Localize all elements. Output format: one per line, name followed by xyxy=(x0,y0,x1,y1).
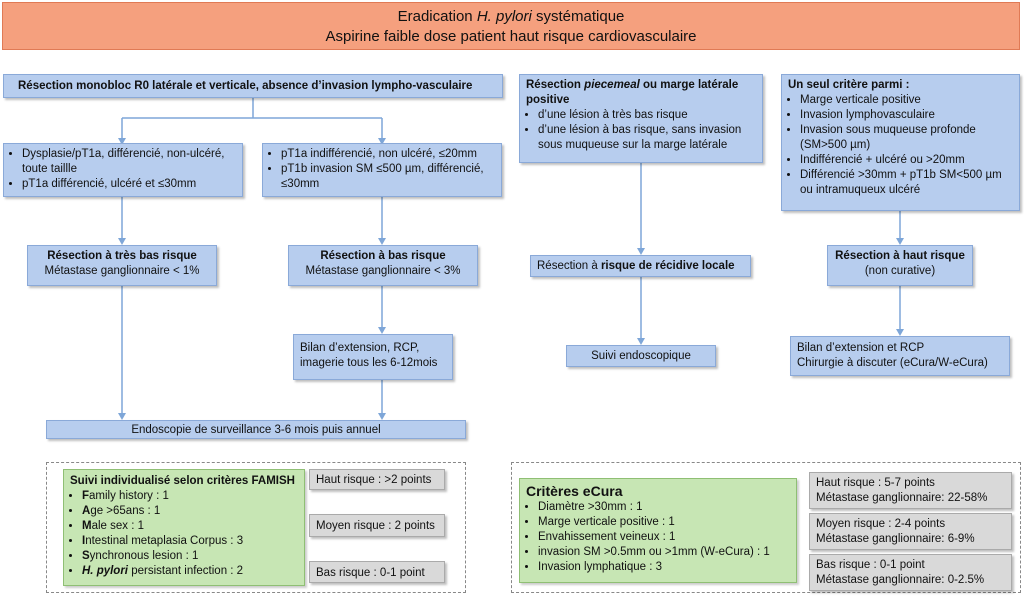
high-risk-followup: Bilan d’extension et RCP Chirurgie à dis… xyxy=(790,336,1010,376)
col2-header-title: Résection piecemeal ou marge latérale po… xyxy=(526,78,756,108)
famish-criterion-text: persistant infection : 2 xyxy=(128,565,244,577)
col2-header: Résection piecemeal ou marge latérale po… xyxy=(519,74,763,163)
ecura-risk-low-line-2: Métastase ganglionnaire: 0-2.5% xyxy=(816,574,985,586)
ecura-risk-medium: Moyen risque : 2-4 points Métastase gang… xyxy=(809,513,1012,550)
page-title: Eradication H. pylori systématique Aspir… xyxy=(2,2,1020,50)
famish-criteria: Suivi individualisé selon critères FAMIS… xyxy=(63,469,305,586)
local-recurrence-bold: risque de récidive locale xyxy=(600,260,735,272)
col2-item: d’une lésion à bas risque, sans invasion… xyxy=(538,123,756,153)
col2-header-pre: Résection xyxy=(526,79,585,91)
col3-criterion-item: Invasion lymphovasculaire xyxy=(800,108,1013,123)
ecura-title: Critères eCura xyxy=(526,483,623,499)
ecura-risk-low: Bas risque : 0-1 point Métastase ganglio… xyxy=(809,554,1012,591)
famish-criterion: Male sex : 1 xyxy=(82,519,298,534)
very-low-risk-sub: Métastase ganglionnaire < 1% xyxy=(44,265,200,277)
famish-criterion-letter: A xyxy=(82,505,91,517)
famish-criterion-text: ge >65ans : 1 xyxy=(90,505,161,517)
famish-title: Suivi individualisé selon critères FAMIS… xyxy=(70,475,295,487)
high-risk-title: Résection à haut risque xyxy=(835,250,965,262)
title-line-1-pre: Eradication xyxy=(397,8,477,25)
famish-criterion-text: ale sex : 1 xyxy=(91,520,145,532)
high-risk-followup-line-2: Chirurgie à discuter (eCura/W-eCura) xyxy=(797,357,988,369)
col3-criterion-item: Différencié >30mm + pT1b SM<500 µm ou in… xyxy=(800,168,1013,198)
high-risk-sub: (non curative) xyxy=(864,265,936,277)
col1-left-criteria: Dysplasie/pT1a, différencié, non-ulcéré,… xyxy=(3,143,243,197)
very-low-risk-result: Résection à très bas risque Métastase ga… xyxy=(27,245,217,286)
famish-criterion: Intestinal metaplasia Corpus : 3 xyxy=(82,534,298,549)
famish-criterion: Synchronous lesion : 1 xyxy=(82,549,298,564)
ecura-criterion-item: Marge verticale positive : 1 xyxy=(538,515,790,530)
famish-criterion: H. pylori persistant infection : 2 xyxy=(82,564,298,579)
ecura-criterion-item: invasion SM >0.5mm ou >1mm (W-eCura) : 1 xyxy=(538,545,790,560)
ecura-risk-high: Haut risque : 5-7 points Métastase gangl… xyxy=(809,472,1012,509)
ecura-criterion-item: Invasion lymphatique : 3 xyxy=(538,560,790,575)
low-risk-followup-line-1: Bilan d’extension, RCP, xyxy=(300,342,420,354)
ecura-risk-medium-line-1: Moyen risque : 2-4 points xyxy=(816,518,946,530)
col1-left-item: pT1a différencié, ulcéré et ≤30mm xyxy=(22,177,236,192)
very-low-risk-title: Résection à très bas risque xyxy=(47,250,197,262)
high-risk-result: Résection à haut risque (non curative) xyxy=(827,245,973,286)
col1-header: Résection monobloc R0 latérale et vertic… xyxy=(3,74,503,98)
low-risk-title: Résection à bas risque xyxy=(320,250,446,262)
famish-criterion-text: ynchronous lesion : 1 xyxy=(89,550,199,562)
famish-criterion-letter: I xyxy=(82,535,86,547)
surveillance-box: Endoscopie de surveillance 3-6 mois puis… xyxy=(46,420,466,439)
famish-criterion-letter: H. pylori xyxy=(82,565,129,577)
famish-criterion-text: ntestinal metaplasia Corpus : 3 xyxy=(85,535,244,547)
endoscopic-followup: Suivi endoscopique xyxy=(566,345,716,367)
famish-risk-medium: Moyen risque : 2 points xyxy=(309,514,445,537)
col3-criterion-item: Invasion sous muqueuse profonde (SM>500 … xyxy=(800,123,1013,153)
title-line-1-em: H. pylori xyxy=(476,8,532,25)
col1-right-item: pT1a indifférencié, non ulcéré, ≤20mm xyxy=(281,147,495,162)
title-line-2: Aspirine faible dose patient haut risque… xyxy=(325,28,697,45)
ecura-risk-high-line-1: Haut risque : 5-7 points xyxy=(816,477,935,489)
famish-risk-low: Bas risque : 0-1 point xyxy=(309,561,445,583)
low-risk-followup-line-2: imagerie tous les 6-12mois xyxy=(300,357,438,369)
col2-header-em: piecemeal xyxy=(584,79,640,91)
local-recurrence-pre: Résection à xyxy=(537,260,601,272)
col1-left-item: Dysplasie/pT1a, différencié, non-ulcéré,… xyxy=(22,147,236,177)
low-risk-result: Résection à bas risque Métastase ganglio… xyxy=(288,245,478,286)
col2-header-post: ou marge latérale positive xyxy=(526,79,739,106)
ecura-criterion-item: Envahissement veineux : 1 xyxy=(538,530,790,545)
famish-criterion: Age >65ans : 1 xyxy=(82,504,298,519)
col1-right-criteria: pT1a indifférencié, non ulcéré, ≤20mmpT1… xyxy=(262,143,502,197)
low-risk-followup: Bilan d’extension, RCP, imagerie tous le… xyxy=(293,334,453,380)
ecura-criteria: Critères eCura Diamètre >30mm : 1Marge v… xyxy=(519,478,797,583)
ecura-risk-high-line-2: Métastase ganglionnaire: 22-58% xyxy=(816,492,988,504)
famish-criterion-text: amily history : 1 xyxy=(89,490,169,502)
col1-right-item: pT1b invasion SM ≤500 µm, différencié, ≤… xyxy=(281,162,495,192)
high-risk-followup-line-1: Bilan d’extension et RCP xyxy=(797,342,925,354)
title-line-1-post: systématique xyxy=(531,8,625,25)
ecura-criterion-item: Diamètre >30mm : 1 xyxy=(538,500,790,515)
col3-criterion-item: Indifférencié + ulcéré ou >20mm xyxy=(800,153,1013,168)
ecura-risk-low-line-1: Bas risque : 0-1 point xyxy=(816,559,925,571)
famish-criterion-letter: F xyxy=(82,490,90,502)
low-risk-sub: Métastase ganglionnaire < 3% xyxy=(305,265,461,277)
col3-header-title: Un seul critère parmi : xyxy=(788,79,910,91)
famish-criterion-letter: S xyxy=(82,550,90,562)
ecura-risk-medium-line-2: Métastase ganglionnaire: 6-9% xyxy=(816,533,975,545)
col2-item: d’une lésion à très bas risque xyxy=(538,108,756,123)
local-recurrence-result: Résection à risque de récidive locale xyxy=(530,255,751,277)
famish-criterion-letter: M xyxy=(82,520,92,532)
title-line-1: Eradication H. pylori systématique xyxy=(3,7,1019,27)
col3-criterion-item: Marge verticale positive xyxy=(800,93,1013,108)
col3-header: Un seul critère parmi : Marge verticale … xyxy=(781,74,1020,211)
famish-risk-high: Haut risque : >2 points xyxy=(309,469,445,490)
famish-criterion: Family history : 1 xyxy=(82,489,298,504)
